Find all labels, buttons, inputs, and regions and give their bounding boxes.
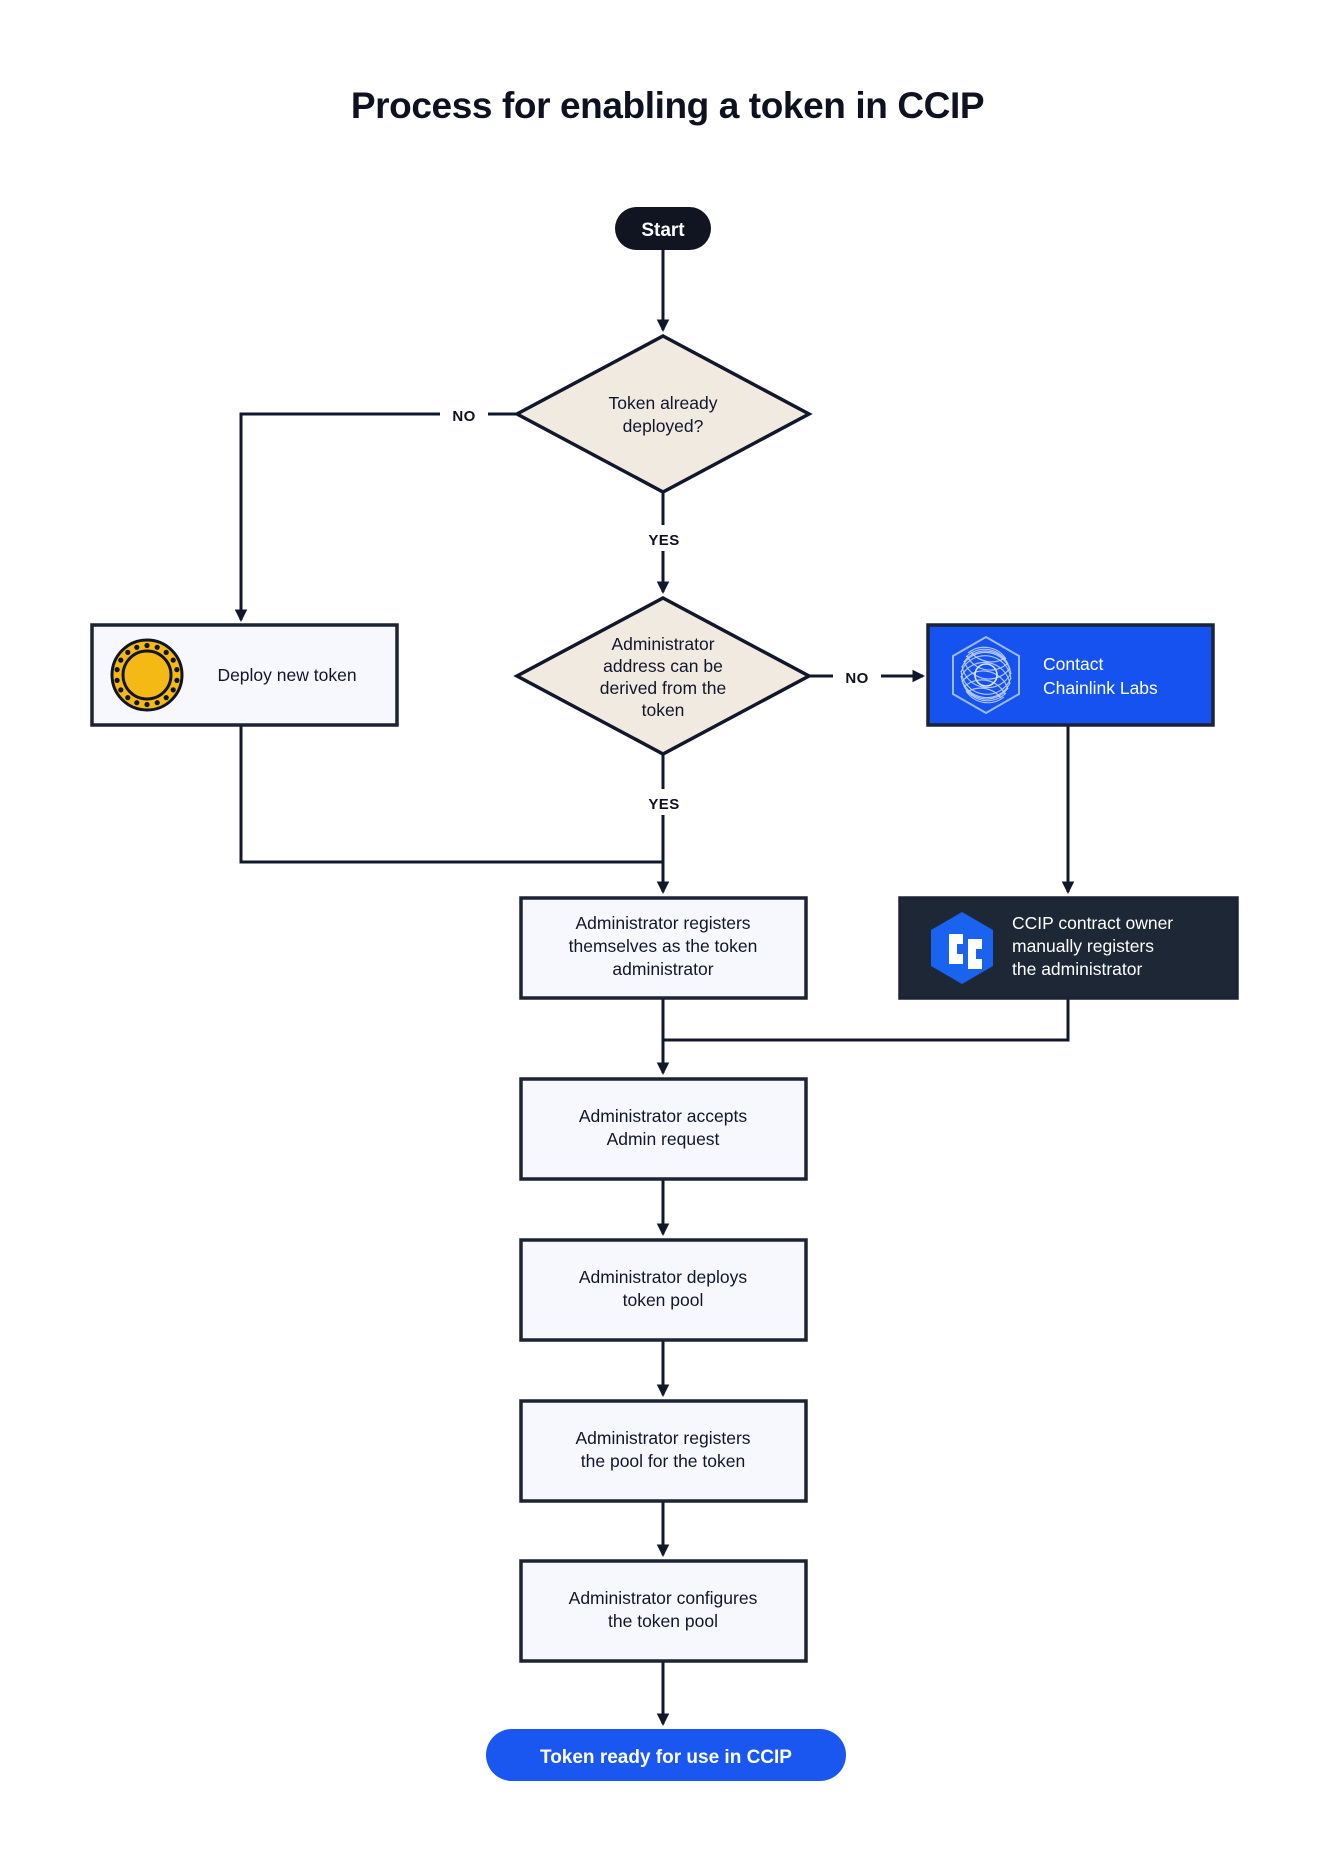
decision-admin-derived-line-4: token <box>642 700 685 720</box>
admin-deploys-pool-line-1: Administrator deploys <box>579 1267 748 1287</box>
start-label: Start <box>641 220 685 241</box>
admin-registers-self-line-3: administrator <box>612 959 713 979</box>
gold-coin-icon <box>110 638 184 712</box>
edge-label-yes1-bg <box>636 525 692 551</box>
admin-accepts-request-line-2: Admin request <box>607 1129 720 1149</box>
admin-registers-pool-line-2: the pool for the token <box>581 1451 745 1471</box>
diagram-title: Process for enabling a token in CCIP <box>351 85 984 126</box>
edge-label-no2-bg <box>833 663 881 689</box>
edge-label-yes2-bg <box>636 789 692 815</box>
edge-label-yes1: YES <box>648 532 679 549</box>
contact-chainlink-labs-line-1: Contact <box>1043 654 1103 674</box>
ccip-hex-icon <box>931 912 993 984</box>
edge-labels-layer: NO YES NO YES <box>440 400 881 815</box>
decision-token-deployed-line-1: Token already <box>609 393 718 413</box>
contact-chainlink-labs-shape <box>926 623 1215 727</box>
admin-configures-pool-shape <box>519 1559 808 1663</box>
admin-accepts-request-line-1: Administrator accepts <box>579 1106 748 1126</box>
admin-configures-pool-line-2: the token pool <box>608 1611 718 1631</box>
admin-registers-pool-line-1: Administrator registers <box>575 1428 750 1448</box>
admin-registers-self-line-2: themselves as the token <box>569 936 758 956</box>
edge-label-no1: NO <box>452 408 475 425</box>
node-admin-accepts-request[interactable]: Administrator accepts Admin request <box>519 1077 808 1181</box>
node-token-ready[interactable]: Token ready for use in CCIP <box>486 1729 846 1781</box>
decision-admin-derived-line-1: Administrator <box>611 634 714 654</box>
chainlink-hex-icon <box>952 635 1020 715</box>
admin-registers-self-shape <box>519 896 808 1000</box>
admin-registers-pool-shape <box>519 1399 808 1503</box>
edges-layer <box>234 250 1075 1727</box>
admin-accepts-request-shape <box>519 1077 808 1181</box>
node-admin-registers-pool[interactable]: Administrator registers the pool for the… <box>519 1399 808 1503</box>
decision-token-deployed-shape <box>513 334 813 494</box>
admin-deploys-pool-line-2: token pool <box>623 1290 704 1310</box>
decision-token-deployed-line-2: deployed? <box>623 416 704 436</box>
node-contact-chainlink-labs[interactable]: Contact Chainlink Labs <box>926 623 1215 727</box>
start-pill-shape <box>615 207 711 250</box>
edge-decision-token-deployed-no <box>234 412 517 623</box>
deploy-new-token-label: Deploy new token <box>217 665 356 685</box>
admin-registers-self-line-1: Administrator registers <box>575 913 750 933</box>
contact-chainlink-labs-line-2: Chainlink Labs <box>1043 678 1158 698</box>
node-admin-configures-pool[interactable]: Administrator configures the token pool <box>519 1559 808 1663</box>
edge-ccip-owner-merge <box>663 998 1070 1042</box>
admin-configures-pool-line-1: Administrator configures <box>569 1588 758 1608</box>
admin-deploys-pool-shape <box>519 1238 808 1342</box>
ccip-owner-registers-line-2: manually registers <box>1012 936 1154 956</box>
decision-admin-derived-shape <box>513 596 813 756</box>
decision-admin-derived-line-2: address can be <box>603 656 723 676</box>
ccip-owner-registers-line-3: the administrator <box>1012 959 1143 979</box>
token-ready-label: Token ready for use in CCIP <box>540 1747 792 1768</box>
node-start[interactable]: Start <box>615 207 711 250</box>
node-admin-registers-self[interactable]: Administrator registers themselves as th… <box>519 896 808 1000</box>
node-decision-token-deployed[interactable]: Token already deployed? <box>513 334 813 494</box>
node-deploy-new-token[interactable]: Deploy new token <box>90 623 399 727</box>
ccip-owner-registers-line-1: CCIP contract owner <box>1012 913 1173 933</box>
node-admin-deploys-pool[interactable]: Administrator deploys token pool <box>519 1238 808 1342</box>
node-decision-admin-derived[interactable]: Administrator address can be derived fro… <box>513 596 813 756</box>
decision-admin-derived-line-3: derived from the <box>600 678 726 698</box>
node-ccip-owner-registers[interactable]: CCIP contract owner manually registers t… <box>898 896 1239 1000</box>
token-ready-pill-shape <box>486 1729 846 1781</box>
edge-deploy-new-token-merge <box>239 725 663 864</box>
edge-label-no2: NO <box>845 670 868 687</box>
edge-label-no1-bg <box>440 400 488 426</box>
edge-label-yes2: YES <box>648 796 679 813</box>
